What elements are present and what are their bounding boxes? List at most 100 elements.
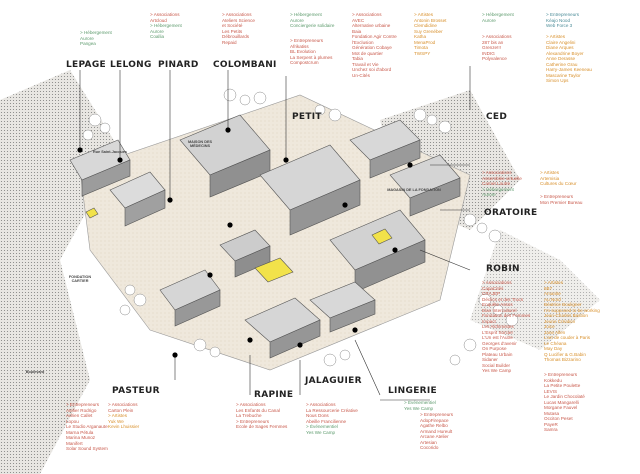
location-markers <box>77 127 413 358</box>
occupant-line: > Hébergement <box>150 23 182 28</box>
occupant-line: Cultures du Cœur <box>540 181 577 186</box>
occupant-line: Armand Hureult <box>420 428 453 434</box>
occupant-line: Diane Arques <box>546 45 574 50</box>
occupant-line: > Associations <box>306 402 336 407</box>
occupant-line: Les Petits <box>222 28 243 34</box>
occupant-line: Atelier Rodrigo <box>66 407 97 413</box>
building-rapine <box>219 229 271 278</box>
occupant-line: Agathe Relbo <box>420 423 448 428</box>
occupant-line: I'm supposed to be working <box>544 307 600 313</box>
occupant-line: Génération Cobaye <box>352 45 392 50</box>
occupant-line: > Artistes <box>544 280 564 285</box>
occupant-line: Thomas Bizzarino <box>544 357 581 362</box>
occupant-line: INDIG <box>482 50 495 56</box>
occupant-line: Manifert <box>66 440 83 446</box>
occupant-line: > Hébergement <box>80 30 112 35</box>
occupant-line: L'Un est l'Autre <box>482 335 513 340</box>
occupant-line: Alexandrine Boyer <box>546 50 584 56</box>
occupant-line: Yes We Camp <box>482 368 512 373</box>
occupant-line: Aurore <box>482 17 496 23</box>
building-name-pinard: PINARD <box>158 60 199 70</box>
occupant-line: TWSPY <box>414 50 431 56</box>
occupant-line: Grenze!!! <box>482 45 501 50</box>
occupant-line: > Entrepreneurs <box>66 402 100 407</box>
label-magasin-de-la-fondation: MAGASIN DE LA FONDATION <box>387 188 441 192</box>
occupant-line: Samra <box>544 427 558 432</box>
occupant-line: Katha <box>414 34 427 39</box>
building-name-rapine: RAPINE <box>254 390 294 400</box>
occupant-line: > Artistes <box>108 413 128 418</box>
building-name-lelong: LELONG <box>110 60 152 70</box>
occupant-line: Alternative urbaine <box>352 23 391 28</box>
occupant-line: Elan Interculturel <box>482 307 517 313</box>
occupant-line: Yuk We <box>108 418 124 424</box>
occupant-line: Enquête Assos <box>482 302 513 307</box>
occupant-line: Catherine Grau <box>546 61 578 67</box>
occupant-line: Les Enfants du Canal <box>236 407 280 413</box>
occupant-line: Aurore <box>482 192 496 197</box>
building-jalaguier <box>244 297 321 359</box>
occupant-line: > Entrepreneurs <box>544 372 578 377</box>
occupant-line: 287 bis an <box>482 39 504 45</box>
occupant-line: Le Chéana <box>544 340 567 346</box>
occupant-line: La Serpent à plumes <box>290 54 333 60</box>
label-maison-des-medecins: MAISON DES MÉDECINS <box>187 140 213 148</box>
occupant-line: Jean-Charles Bastion <box>544 313 588 318</box>
occupant-line: Impact <box>482 318 496 324</box>
occupant-line: Aurore <box>290 17 304 23</box>
occupant-line: Compostcrum <box>290 60 319 65</box>
occupant-line: > Entrepreneurs <box>540 194 574 199</box>
occupant-line: Mon Premier Bureau <box>540 199 583 205</box>
occupant-line: Baia <box>352 28 362 34</box>
occupant-line: Au Nord <box>544 296 561 302</box>
occupant-line: > Associations <box>108 402 138 407</box>
occupant-line: Social Builder <box>482 362 511 368</box>
occupant-line: L'art de couder à Paris <box>544 335 591 340</box>
building-name-petit: PETIT <box>292 112 322 122</box>
occupant-line: L'Esprit Sorcier <box>482 329 514 335</box>
occupant-line: > Artistes <box>540 170 560 175</box>
label-boulevard: Boulevard <box>25 370 45 374</box>
occupant-line: > Associations <box>482 34 512 39</box>
occupant-line: Marina Munoz <box>66 435 96 440</box>
label-rue-saint-jacques: Rue Saint-Jacques <box>93 150 127 154</box>
occupant-line: Tabia <box>352 56 363 61</box>
occupant-line: Morgane Fauvel <box>544 405 578 410</box>
occupant-line: Occiton Peset <box>544 416 573 421</box>
occupant-line: Yes We Camp <box>306 429 336 435</box>
occupant-line: Cocorido <box>420 445 439 450</box>
building-name-lepage: LEPAGE <box>66 60 106 70</box>
occupant-line: > Associations <box>352 12 382 17</box>
occupant-line: Lopou <box>66 418 79 424</box>
occupant-line: > Hébergement <box>482 12 514 17</box>
occupant-line: PayeR <box>544 421 558 427</box>
occupant-line: Suy Grenéber <box>414 28 443 34</box>
occupant-line: Carton Plein <box>108 407 134 413</box>
occupant-line: Carnet Loutre <box>482 181 511 186</box>
occupant-line: LEVIS <box>544 388 558 394</box>
occupant-line: Repaid <box>222 39 237 45</box>
occupant-line: AdopFirepace <box>420 417 449 423</box>
occupant-line: > Artistes <box>414 12 434 17</box>
occupant-line: Jane Allen <box>544 329 566 335</box>
occupant-line: Georges d'avenir <box>482 340 517 346</box>
occupant-line: Unchez soi d'abord <box>352 67 392 72</box>
occupant-line: La Petite Poulette <box>544 383 581 388</box>
